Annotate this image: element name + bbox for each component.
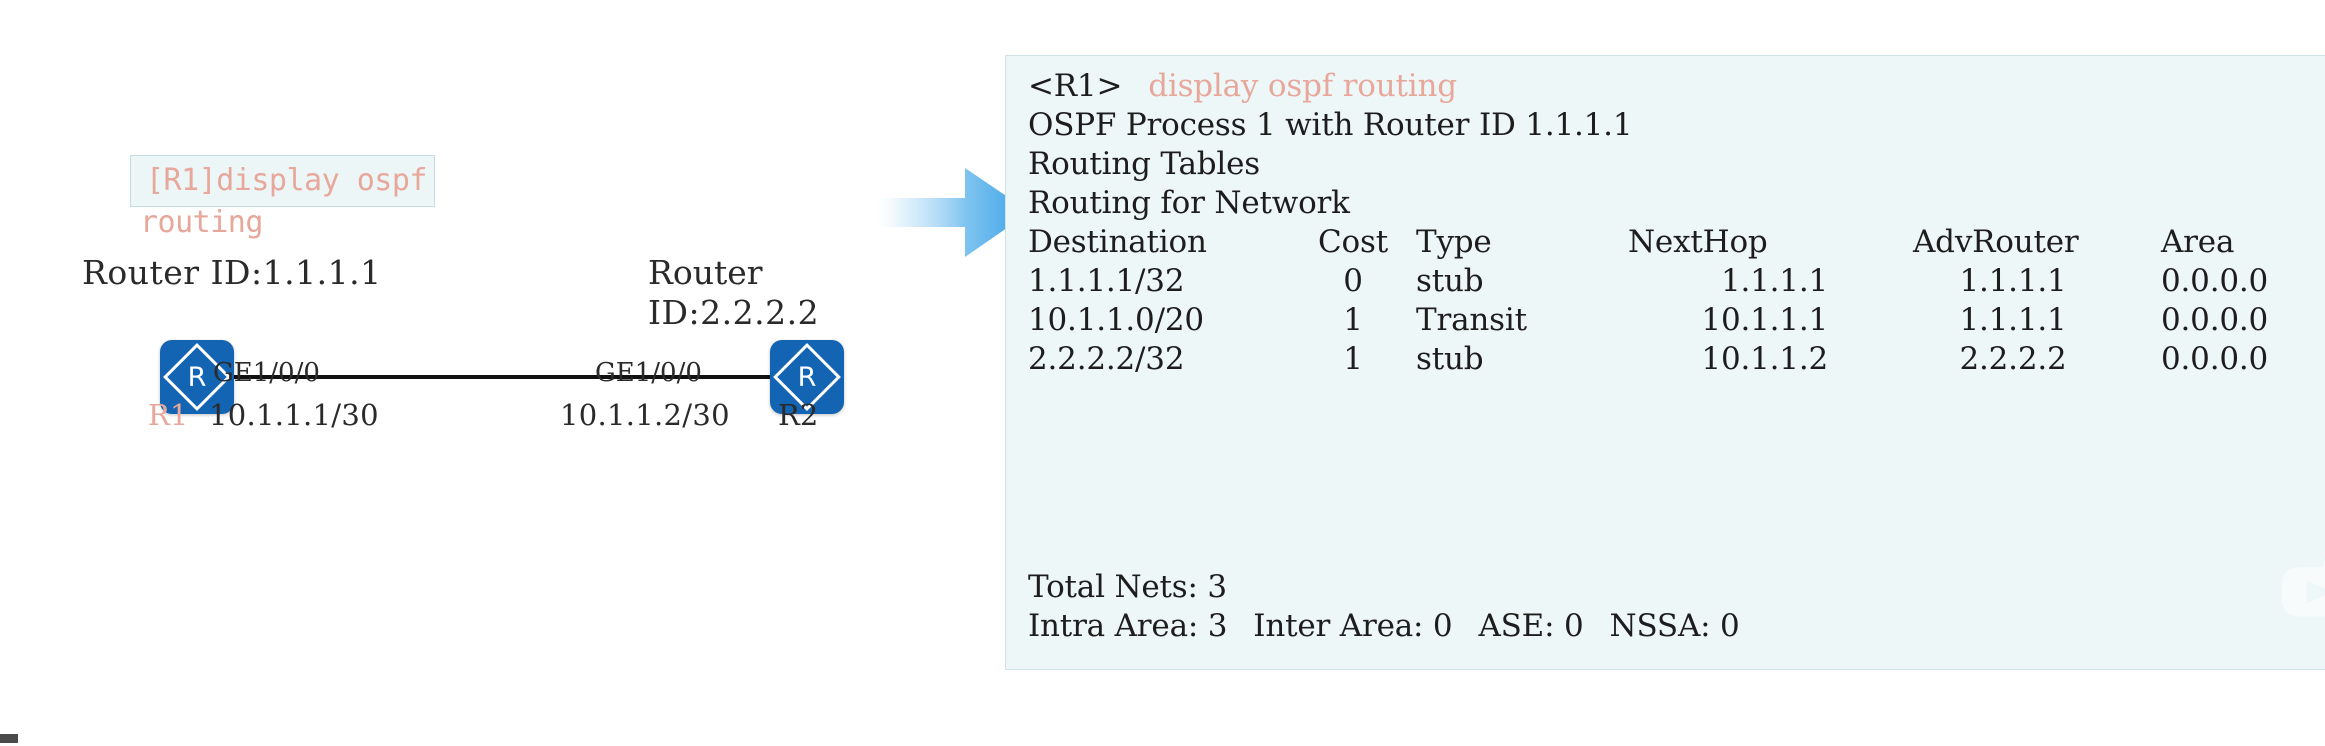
cell-area: 0.0.0.0: [2161, 302, 2269, 338]
inter-area-value: Inter Area: 0: [1253, 608, 1453, 644]
router-icon-letter: R: [797, 361, 817, 393]
area-summary-line: Intra Area: 3 Inter Area: 0 ASE: 0 NSSA: 0: [1028, 608, 1740, 644]
r2-router-id-label-line2: ID:2.2.2.2: [648, 293, 820, 332]
cell-area: 0.0.0.0: [2161, 341, 2269, 377]
link-line: [197, 375, 805, 379]
ospf-process-line: OSPF Process 1 with Router ID 1.1.1.1: [1028, 107, 1633, 143]
r1-router-id-label: Router ID:1.1.1.1: [82, 253, 382, 292]
cell-nexthop: 1.1.1.1: [1720, 263, 1828, 299]
r2-router-id-label-line1: Router: [648, 253, 763, 292]
cell-destination: 1.1.1.1/32: [1028, 263, 1185, 299]
table-row: 10.1.1.0/20 1 Transit 10.1.1.1 1.1.1.1 0…: [1028, 302, 2325, 340]
column-header-area: Area: [2161, 224, 2235, 260]
r1-ip-label: 10.1.1.1/30: [209, 398, 379, 432]
command-callout-box: [130, 155, 435, 207]
watermark-logo-icon: [2281, 552, 2325, 617]
cell-type: stub: [1416, 263, 1484, 299]
terminal-prompt: <R1>: [1028, 68, 1123, 104]
command-callout-line-1: [R1]display ospf: [146, 163, 427, 198]
bottom-left-stub: [0, 734, 18, 743]
column-header-destination: Destination: [1028, 224, 1207, 260]
terminal-command-line: <R1> display ospf routing: [1028, 68, 1457, 104]
nssa-value: NSSA: 0: [1609, 608, 1740, 644]
cell-cost: 1: [1343, 341, 1363, 377]
cell-advrouter: 1.1.1.1: [1959, 263, 2067, 299]
router-icon-r2: R: [770, 340, 844, 414]
router-icon-r1: R: [160, 340, 234, 414]
cell-destination: 10.1.1.0/20: [1028, 302, 1204, 338]
ase-value: ASE: 0: [1478, 608, 1584, 644]
cell-nexthop: 10.1.1.2: [1701, 341, 1828, 377]
r2-name-label: R2: [778, 398, 819, 432]
cell-advrouter: 1.1.1.1: [1959, 302, 2067, 338]
cell-cost: 0: [1343, 263, 1363, 299]
r2-ip-label: 10.1.1.2/30: [560, 398, 730, 432]
routing-for-network-line: Routing for Network: [1028, 185, 1350, 221]
cell-nexthop: 10.1.1.1: [1701, 302, 1828, 338]
column-header-type: Type: [1416, 224, 1492, 260]
table-header-row: Destination Cost Type NextHop AdvRouter …: [1028, 224, 2325, 262]
r2-interface-label: GE1/0/0: [595, 358, 702, 388]
table-row: 2.2.2.2/32 1 stub 10.1.1.2 2.2.2.2 0.0.0…: [1028, 341, 2325, 379]
routing-tables-line: Routing Tables: [1028, 146, 1260, 182]
command-callout-line-2: routing: [140, 205, 263, 240]
ospf-routing-output-panel: <R1> display ospf routing OSPF Process 1 …: [1005, 55, 2325, 670]
total-nets-line: Total Nets: 3: [1028, 569, 1227, 605]
cell-area: 0.0.0.0: [2161, 263, 2269, 299]
column-header-advrouter: AdvRouter: [1913, 224, 2079, 260]
cell-type: stub: [1416, 341, 1484, 377]
r1-interface-label: GE1/0/0: [213, 358, 320, 388]
column-header-nexthop: NextHop: [1628, 224, 1768, 260]
r1-name-label: R1: [148, 398, 189, 432]
topology-diagram: [R1]display ospf routing Router ID:1.1.1…: [0, 0, 1030, 746]
router-icon-letter: R: [187, 361, 207, 393]
cell-cost: 1: [1343, 302, 1363, 338]
flow-arrow-icon: [870, 168, 1030, 257]
cell-advrouter: 2.2.2.2: [1959, 341, 2067, 377]
cell-destination: 2.2.2.2/32: [1028, 341, 1185, 377]
table-row: 1.1.1.1/32 0 stub 1.1.1.1 1.1.1.1 0.0.0.…: [1028, 263, 2325, 301]
cell-type: Transit: [1416, 302, 1527, 338]
terminal-command: display ospf routing: [1148, 68, 1457, 104]
intra-area-value: Intra Area: 3: [1028, 608, 1228, 644]
column-header-cost: Cost: [1318, 224, 1388, 260]
